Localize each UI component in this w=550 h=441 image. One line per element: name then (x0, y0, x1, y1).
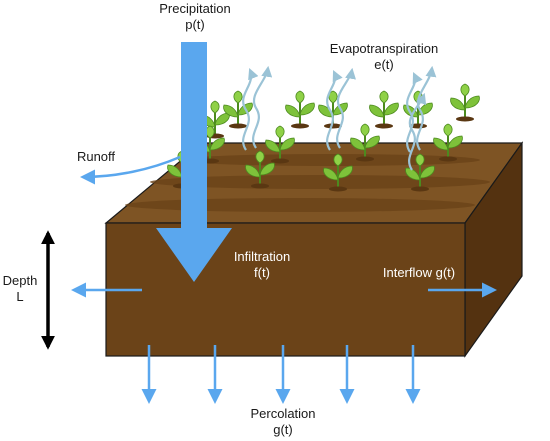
vapor-arrow-icon (416, 65, 437, 151)
depth-symbol: L (16, 289, 24, 304)
evapotranspiration-label: Evapotranspiration e(t) (318, 41, 450, 73)
precipitation-title: Precipitation (159, 1, 231, 16)
precipitation-label: Precipitation p(t) (150, 1, 240, 33)
interflow-label: Interflow g(t) (374, 265, 464, 281)
vapor-arrow-icon (406, 72, 423, 153)
runoff-label: Runoff (68, 149, 124, 165)
seedling-icon (368, 90, 400, 130)
soil-furrows (125, 154, 490, 212)
vapor-arrow-icon (336, 67, 356, 149)
depth-title: Depth (2, 273, 38, 288)
vapor-arrow-icon (408, 92, 427, 171)
precipitation-symbol: p(t) (185, 17, 205, 32)
evapotranspiration-title: Evapotranspiration (329, 41, 439, 56)
seedling-icon (284, 90, 316, 130)
infiltration-label: Infiltration f(t) (222, 249, 302, 281)
runoff-title: Runoff (76, 149, 116, 164)
percolation-symbol: g(t) (273, 422, 293, 437)
percolation-title: Percolation (250, 406, 316, 421)
vapor-arrow-icon (242, 67, 259, 151)
vapor-arrow-icon (252, 65, 273, 149)
percolation-arrows (141, 345, 421, 404)
evapotranspiration-symbol: e(t) (374, 57, 394, 72)
infiltration-title: Infiltration (233, 249, 291, 264)
percolation-label: Percolation g(t) (236, 406, 330, 438)
interflow-title: Interflow g(t) (382, 265, 456, 280)
soil-block (104, 141, 524, 358)
precipitation-arrow-icon (156, 42, 232, 282)
runoff-arrow-icon (80, 155, 181, 185)
seedling-icon (449, 83, 481, 123)
evapotranspiration-arrows (242, 65, 437, 171)
vapor-arrow-icon (326, 70, 343, 151)
depth-label: Depth L (0, 273, 40, 305)
soil-front-face (105, 222, 466, 357)
infiltration-symbol: f(t) (254, 265, 270, 280)
